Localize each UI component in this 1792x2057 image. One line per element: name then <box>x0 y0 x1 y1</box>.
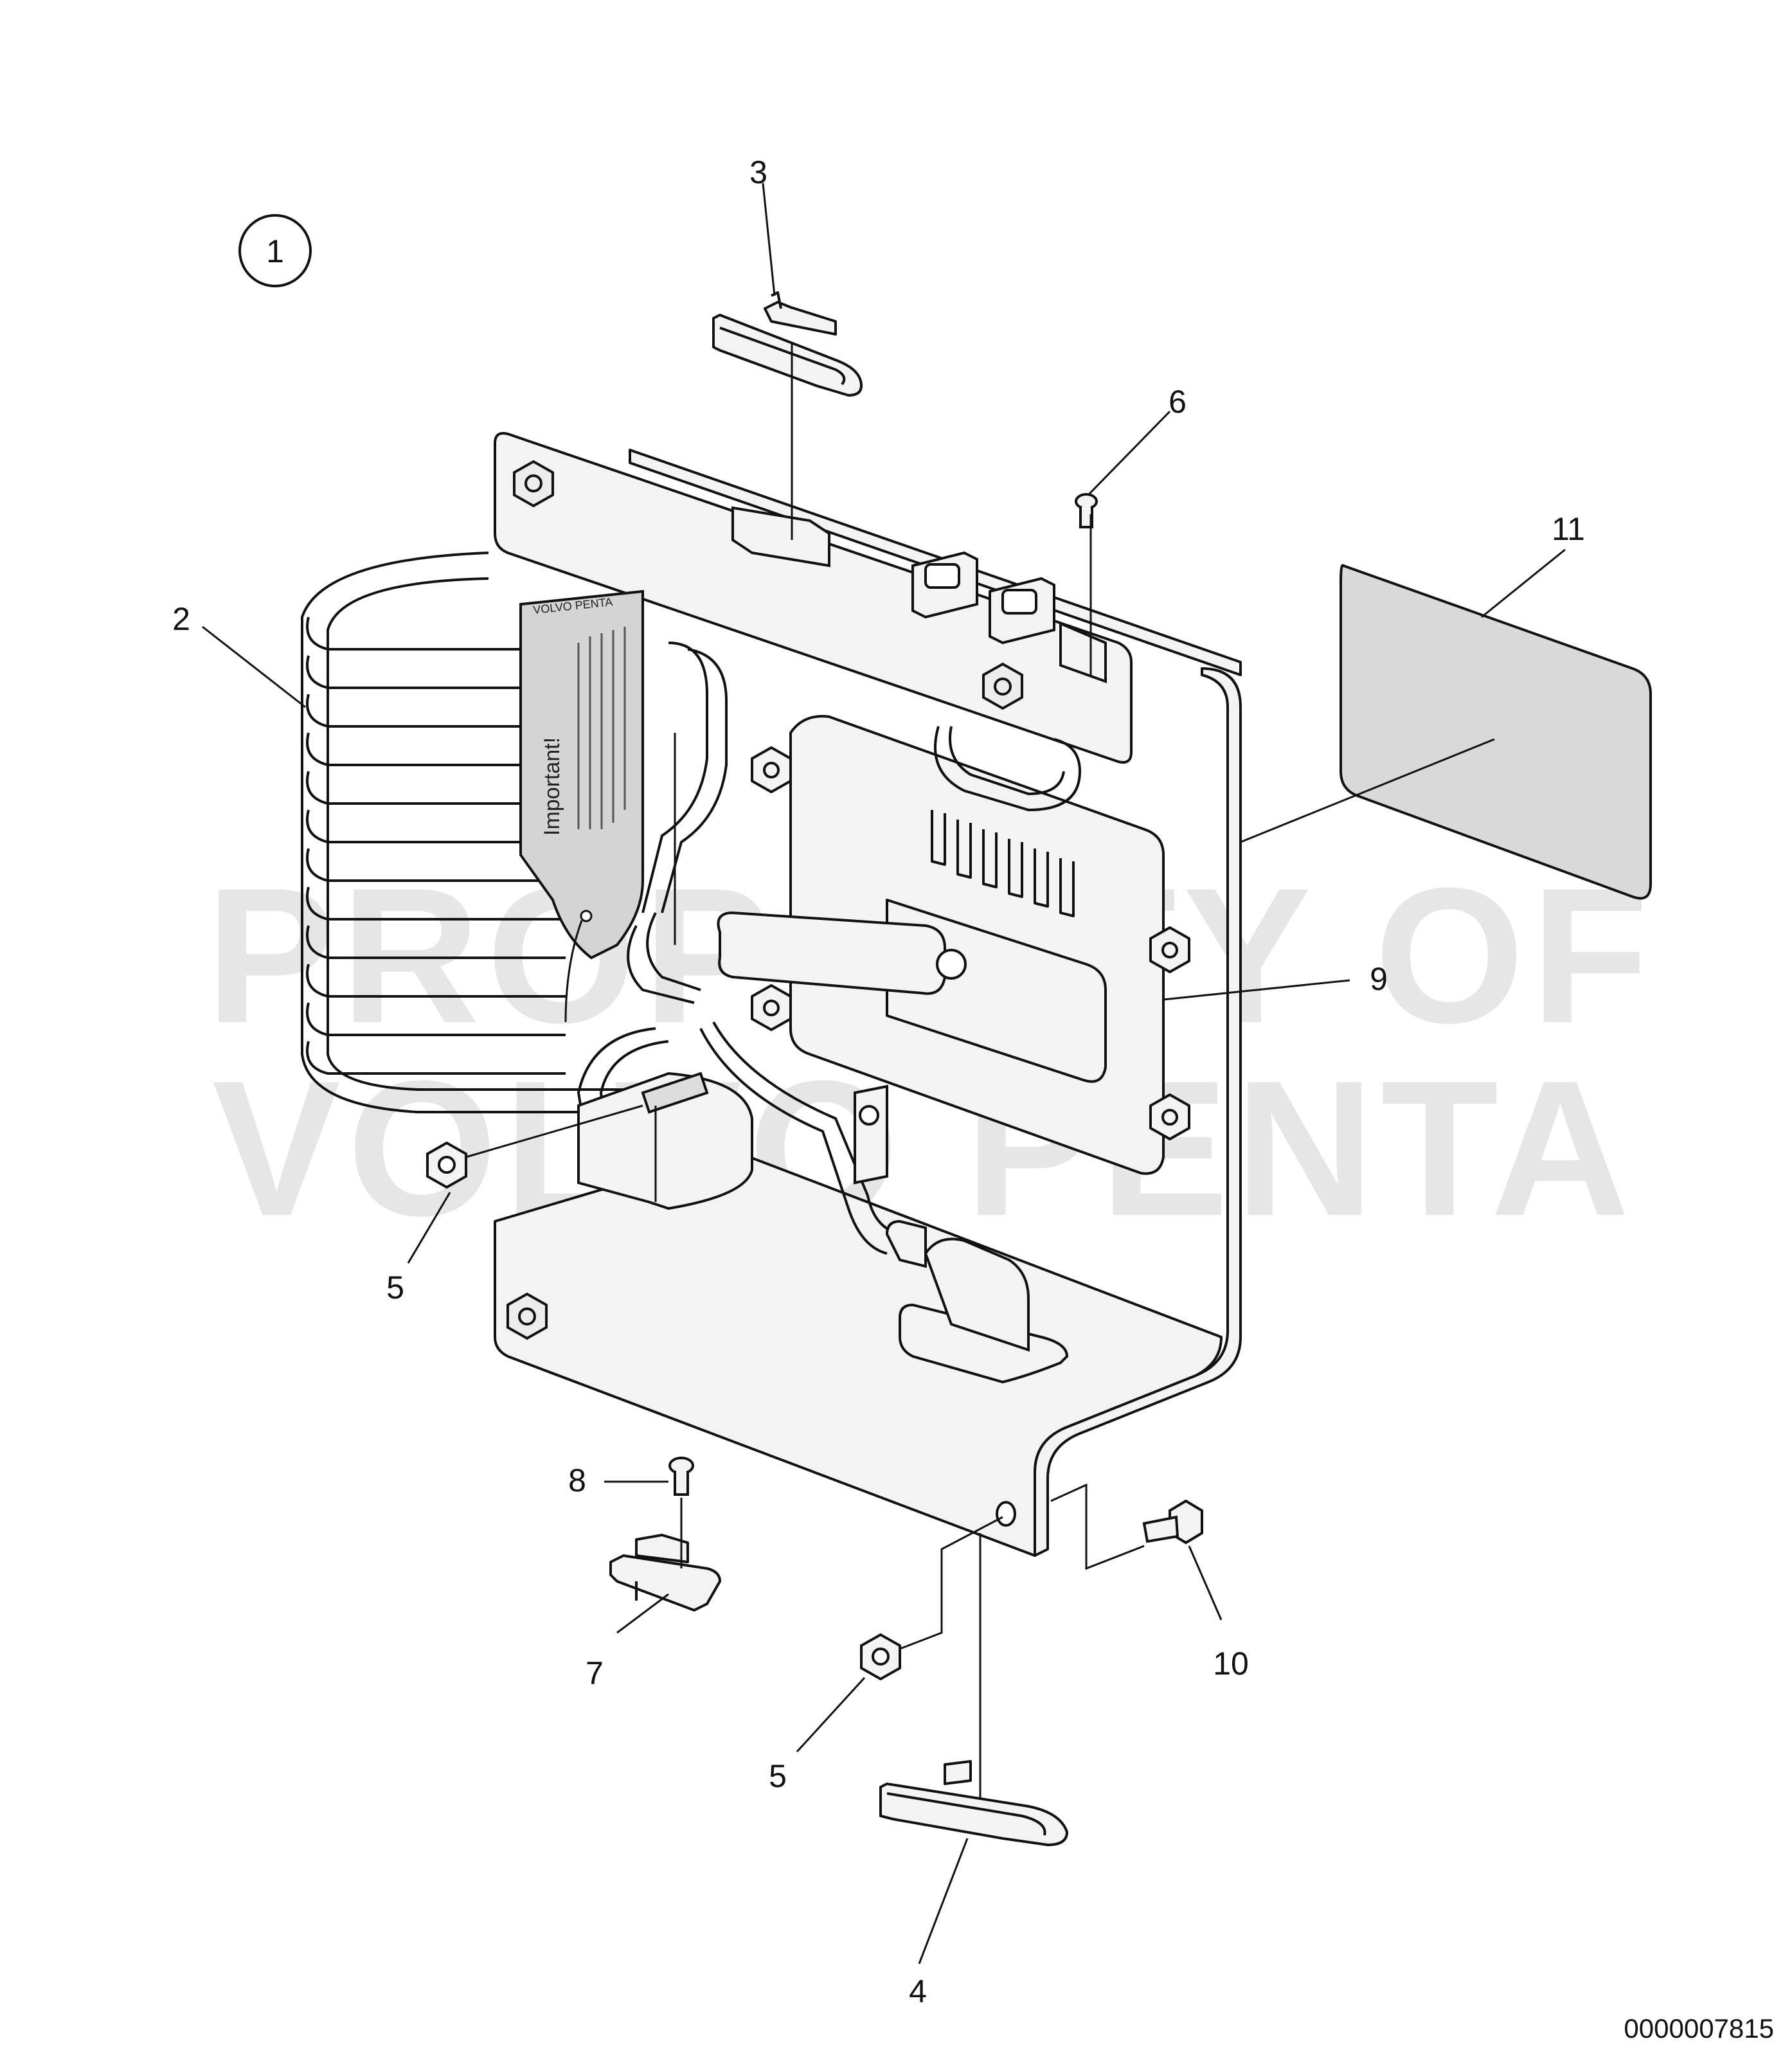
nut-upper <box>426 1141 467 1189</box>
top-connector <box>731 506 830 568</box>
small-clip <box>609 1534 721 1612</box>
angle-connector <box>885 1219 1069 1384</box>
label-plate <box>1340 564 1652 900</box>
bolt-10 <box>1142 1499 1203 1545</box>
nut-lower <box>860 1633 901 1681</box>
screw-6 <box>1075 493 1098 528</box>
callout-5-upper: 5 <box>386 1270 404 1306</box>
callout-3: 3 <box>749 154 767 190</box>
important-decal: VOLVO PENTA Important! <box>519 589 644 1023</box>
bracket-bolts <box>506 460 1023 1527</box>
leader-lines <box>202 183 1566 1964</box>
relay-box <box>577 1072 753 1210</box>
callout-5-lower: 5 <box>769 1758 787 1794</box>
retainer-clip-bottom <box>879 1760 1068 1846</box>
callout-10: 10 <box>1213 1646 1249 1682</box>
decal-heading: Important! <box>540 737 564 836</box>
retainer-clip-top <box>712 291 863 397</box>
callout-9: 9 <box>1370 961 1388 997</box>
lower-harness <box>577 642 900 1255</box>
callout-6: 6 <box>1169 384 1187 420</box>
coiled-harness <box>301 552 643 1113</box>
callout-11: 11 <box>1552 511 1585 547</box>
view-number-label: 1 <box>266 233 284 269</box>
view-number: 1 <box>238 214 312 287</box>
screw-8 <box>668 1457 694 1496</box>
callout-7: 7 <box>586 1655 604 1691</box>
callout-labels: 3 2 6 11 9 5 8 7 5 10 4 <box>172 154 1585 2009</box>
document-number: 0000007815 <box>1624 2013 1774 2044</box>
grommet <box>854 1084 888 1185</box>
callout-8: 8 <box>568 1462 586 1498</box>
control-unit <box>717 715 1190 1175</box>
callout-4: 4 <box>909 1973 927 2009</box>
callout-2: 2 <box>172 601 190 637</box>
